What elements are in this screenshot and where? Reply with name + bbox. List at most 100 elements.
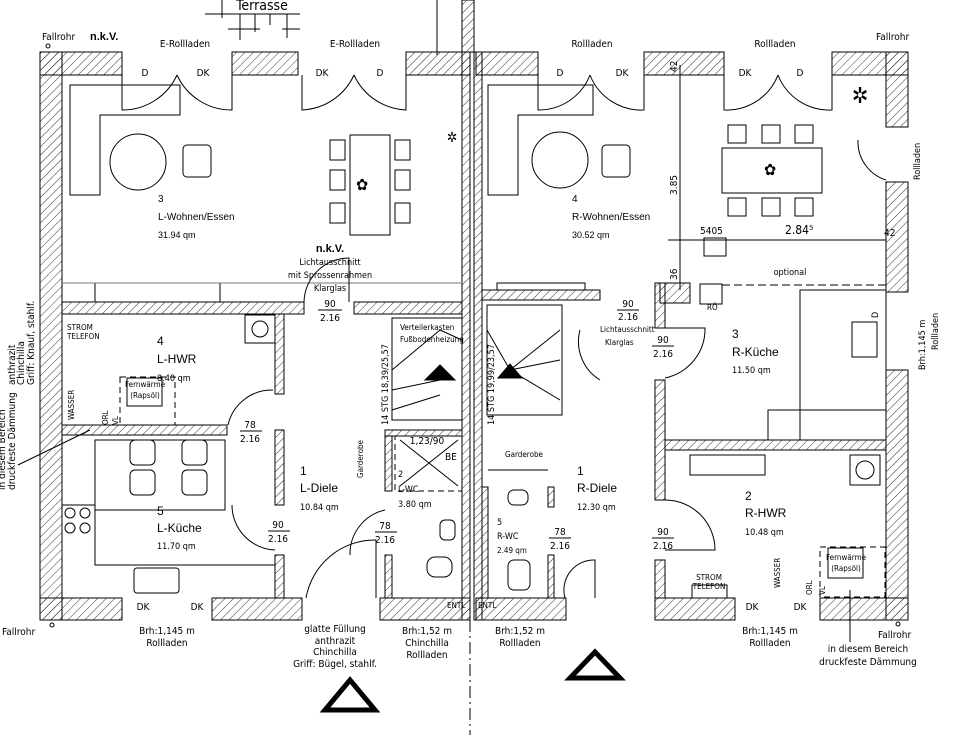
svg-text:78: 78 [244, 420, 256, 431]
svg-text:3: 3 [158, 194, 164, 205]
svg-text:90: 90 [657, 335, 669, 346]
fallrohr-label: Fallrohr [876, 32, 909, 43]
svg-text:R-WC: R-WC [497, 532, 519, 542]
svg-text:90: 90 [622, 299, 634, 310]
svg-text:✲: ✲ [852, 84, 869, 109]
svg-text:10.48 qm: 10.48 qm [745, 528, 784, 538]
room-r-wc: 5R-WC2.49 qm 782.16 ENTL [478, 518, 571, 610]
svg-text:R-Diele: R-Diele [577, 481, 617, 495]
svg-text:✿: ✿ [356, 175, 368, 194]
svg-text:(Rapsöl): (Rapsöl) [831, 564, 861, 573]
svg-text:Chinchilla: Chinchilla [16, 341, 27, 385]
svg-text:8.40 qm: 8.40 qm [157, 374, 191, 384]
svg-text:42: 42 [669, 61, 680, 72]
svg-text:✿: ✿ [764, 160, 776, 179]
svg-text:n.k.V.: n.k.V. [316, 243, 344, 255]
svg-text:30.52 qm: 30.52 qm [572, 230, 610, 240]
svg-text:L-Küche: L-Küche [157, 521, 202, 535]
svg-text:Griff: Knauf, stahlf.: Griff: Knauf, stahlf. [26, 301, 37, 385]
svg-text:Lichtausschnitt: Lichtausschnitt [299, 258, 360, 268]
svg-text:anthrazit: anthrazit [315, 636, 356, 647]
svg-text:90: 90 [657, 527, 669, 538]
svg-text:90: 90 [272, 520, 284, 531]
entrance-triangle-left [319, 676, 381, 713]
svg-text:5: 5 [497, 518, 502, 528]
svg-text:druckfeste Dämmung: druckfeste Dämmung [819, 657, 917, 668]
svg-text:Fallrohr: Fallrohr [2, 627, 35, 638]
svg-text:Brh:1,52 m: Brh:1,52 m [495, 626, 545, 637]
verteiler-label: Verteilerkasten [400, 323, 454, 332]
svg-text:D: D [557, 68, 564, 79]
svg-text:11.70 qm: 11.70 qm [157, 542, 196, 552]
svg-text:L-Diele: L-Diele [300, 481, 338, 495]
ro-label: RÖ [707, 302, 718, 312]
svg-text:Lichtausschnitt: Lichtausschnitt [600, 325, 655, 334]
svg-text:anthrazit: anthrazit [7, 344, 18, 385]
svg-text:Fernwärme: Fernwärme [826, 553, 867, 562]
svg-text:4: 4 [157, 334, 164, 348]
entrance-triangle-right [564, 648, 626, 681]
svg-text:TELEFON: TELEFON [692, 582, 726, 591]
svg-text:1: 1 [577, 464, 584, 478]
svg-text:2.49 qm: 2.49 qm [497, 546, 527, 555]
svg-text:druckfeste Dämmung: druckfeste Dämmung [7, 392, 18, 490]
verteiler-label: Fußbodenheizung [400, 335, 464, 344]
svg-text:VL: VL [818, 586, 827, 595]
svg-text:3: 3 [732, 327, 739, 341]
staircase [391, 304, 563, 421]
svg-text:BE: BE [445, 452, 457, 463]
svg-text:2.16: 2.16 [375, 535, 395, 546]
svg-text:L-WC: L-WC [398, 485, 419, 495]
furniture [62, 65, 887, 599]
svg-text:WASSER: WASSER [773, 558, 782, 588]
svg-text:Klarglas: Klarglas [314, 284, 346, 294]
svg-text:STROM: STROM [67, 323, 93, 332]
svg-text:DK: DK [794, 602, 808, 613]
rollladen-label: Rollladen [754, 39, 795, 50]
garderobe-label: Garderobe [356, 439, 365, 478]
svg-text:3.85: 3.85 [669, 175, 680, 195]
nkv-label: n.k.V. [90, 31, 118, 43]
e-rollladen-label: E-Rollladen [330, 39, 380, 50]
svg-text:78: 78 [379, 521, 391, 532]
svg-text:D: D [797, 68, 804, 79]
optional-label: optional [774, 268, 807, 278]
svg-text:2.16: 2.16 [320, 313, 340, 324]
svg-text:90: 90 [324, 299, 336, 310]
svg-text:Brh:1,145 m: Brh:1,145 m [918, 320, 928, 370]
svg-text:DK: DK [746, 602, 760, 613]
svg-text:glatte Füllung: glatte Füllung [304, 624, 366, 635]
svg-text:Fallrohr: Fallrohr [878, 630, 911, 641]
stairs-label: 14 STG 19,99/23,57 [487, 344, 497, 425]
svg-text:2.84⁵: 2.84⁵ [785, 223, 813, 237]
svg-text:Chinchilla: Chinchilla [313, 647, 357, 658]
svg-text:L-HWR: L-HWR [157, 352, 197, 366]
svg-text:12.30 qm: 12.30 qm [577, 503, 616, 513]
svg-text:2.16: 2.16 [550, 541, 570, 552]
svg-text:36: 36 [669, 268, 680, 280]
svg-text:3.80 qm: 3.80 qm [398, 500, 432, 510]
svg-text:Brh:1,52 m: Brh:1,52 m [402, 626, 452, 637]
svg-text:DK: DK [137, 602, 151, 613]
svg-text:L-Wohnen/Essen: L-Wohnen/Essen [158, 212, 235, 223]
svg-text:DK: DK [739, 68, 753, 79]
svg-text:ORL: ORL [101, 410, 110, 425]
rollladen-side-label: Rollladen [913, 143, 923, 180]
svg-text:Klarglas: Klarglas [605, 338, 634, 347]
svg-text:STROM: STROM [696, 573, 722, 582]
svg-text:5: 5 [157, 504, 164, 518]
svg-text:42: 42 [884, 228, 895, 239]
svg-text:Rollladen: Rollladen [931, 313, 941, 350]
svg-text:Rollladen: Rollladen [749, 638, 790, 649]
side-note-door: anthrazit Chinchilla Griff: Knauf, stahl… [7, 301, 37, 385]
